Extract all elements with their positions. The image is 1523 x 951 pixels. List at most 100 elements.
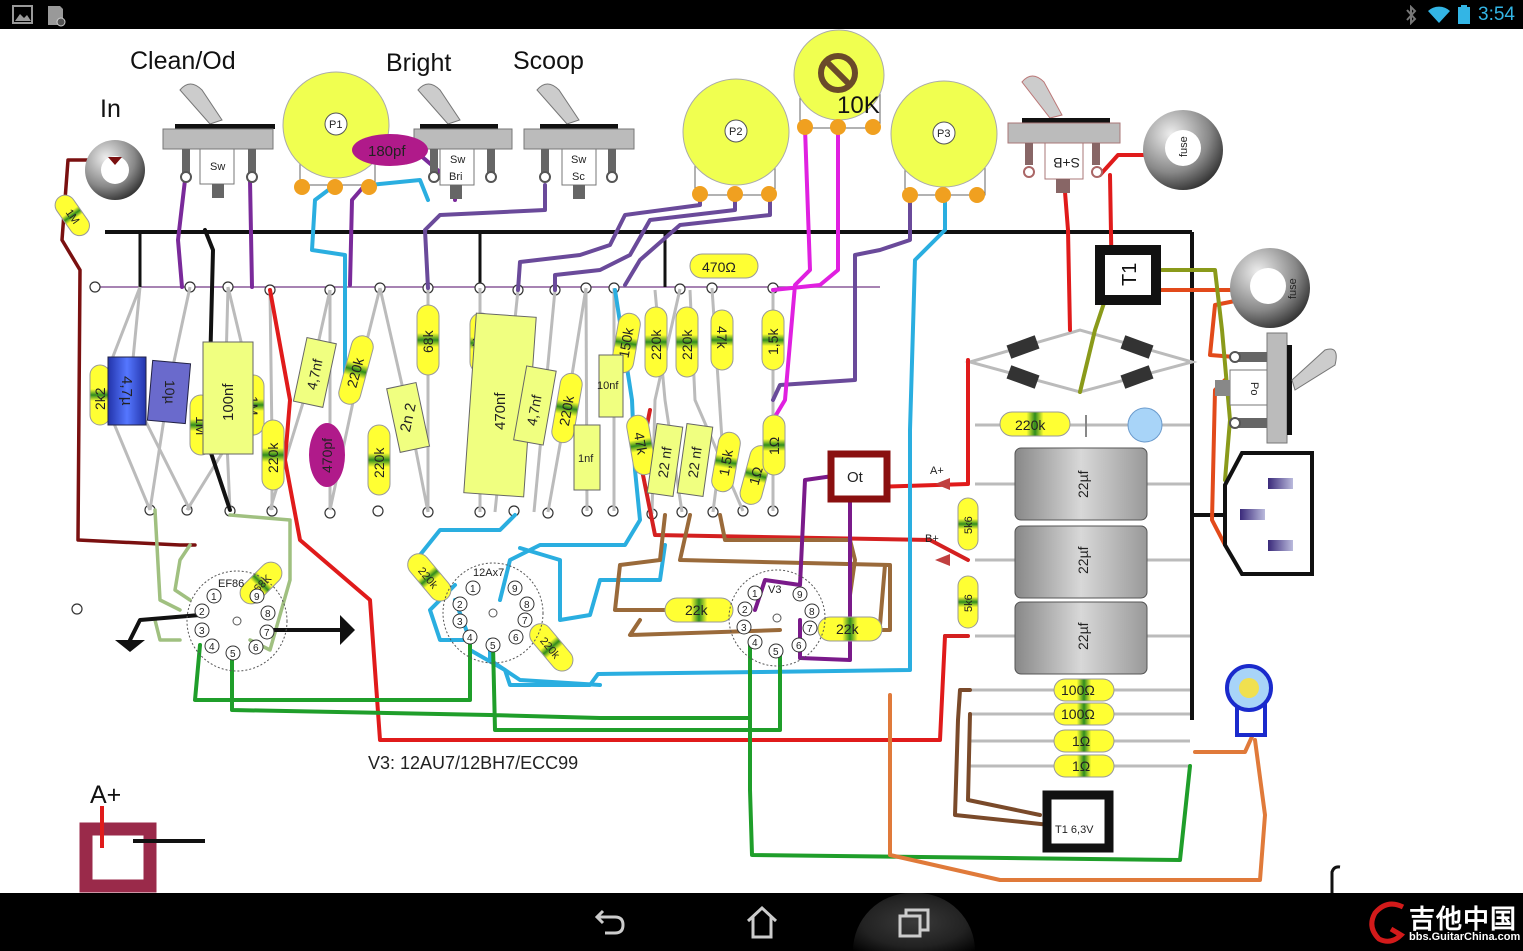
cap-2n2: 2n 2 (386, 381, 431, 453)
resistor-22k-b: 22k (817, 616, 883, 642)
cap-22uf-a: 22µf (1014, 447, 1148, 521)
cap-10nf: 10nf (597, 354, 624, 418)
resistor-1-b: 1Ω (1053, 754, 1115, 778)
svg-text:47k: 47k (631, 431, 651, 457)
tube-pin-number: 8 (265, 609, 271, 620)
tube-pin-number: 7 (522, 616, 528, 627)
svg-text:1,5k: 1,5k (716, 447, 737, 477)
b-plus-label: B+ (925, 533, 939, 545)
led-indicator (1127, 407, 1163, 443)
tube-pin-number: 9 (512, 584, 518, 595)
svg-text:A+: A+ (90, 781, 121, 809)
fuse-right-label: fuse (1287, 278, 1299, 299)
tube-pin-number: 6 (253, 643, 259, 654)
input-jack: In (85, 95, 145, 200)
svg-text:1,5k: 1,5k (765, 328, 781, 355)
navigation-bar: 吉他中国 bbs.GuitarChina.com (0, 893, 1523, 951)
resistor-1k5-a: 1,5k (761, 309, 785, 371)
recent-apps-button[interactable] (874, 893, 954, 951)
switch-bright-label: Bright (386, 49, 451, 77)
pot-p1[interactable]: P1 (282, 71, 390, 195)
cap-4n7-a: 4,7nf (292, 336, 337, 408)
tube-pin-number: 2 (457, 600, 463, 611)
back-icon (594, 909, 625, 935)
resistor-2k2-a: 2k2 (89, 364, 111, 426)
svg-text:68k: 68k (420, 329, 436, 353)
amp-layout-schematic: In Clean/Od Sw Bright Sw Bri Scoop (54, 29, 1341, 893)
sd-card-icon (48, 6, 66, 27)
switch-standby-text: S+B (1053, 155, 1080, 171)
schematic-canvas[interactable]: In Clean/Od Sw Bright Sw Bri Scoop (0, 29, 1523, 893)
switch-bright-text-1: Sw (450, 154, 465, 166)
status-bar: 3:54 (0, 0, 1523, 29)
watermark-title: 吉他中国 (1409, 905, 1518, 935)
clock: 3:54 (1478, 4, 1515, 25)
svg-text:22 nf: 22 nf (655, 446, 675, 479)
pot-p2[interactable]: P2 (682, 78, 790, 202)
resistor-220k-f: 220k (675, 306, 699, 378)
back-button[interactable] (570, 893, 650, 951)
switch-bright[interactable]: Bright Sw Bri (386, 49, 513, 199)
home-button[interactable] (722, 893, 802, 951)
trim-pot-label: 10K (837, 92, 880, 119)
cap-10u: 10µ (146, 359, 192, 425)
cap-470nf: 470nf (463, 312, 537, 498)
cap-22nf-b: 22 nf (676, 422, 714, 498)
resistors-horizontal: 470Ω 220k 22k 22k 100Ω 100Ω 1Ω 1Ω 68K 22… (239, 253, 1115, 778)
cap-180pf: 180pf (352, 134, 428, 166)
svg-text:150k: 150k (616, 326, 637, 360)
iec-socket (1223, 451, 1314, 576)
resistor-220k-b: 220k (338, 335, 374, 405)
switch-bright-text-2: Bri (449, 171, 462, 183)
trim-pot-10k[interactable]: 10K (793, 29, 885, 135)
resistor-47k-b: 47k (626, 414, 656, 476)
svg-text:Ot: Ot (847, 469, 864, 486)
svg-text:100nf: 100nf (220, 383, 237, 421)
cap-22uf-b: 22µf (1014, 525, 1148, 599)
svg-text:470Ω: 470Ω (702, 259, 736, 275)
tube-pin-number: 4 (209, 642, 215, 653)
tube-pin-number: 5 (230, 649, 236, 660)
fuse-holder-top: fuse (1143, 110, 1223, 190)
recent-apps-icon (898, 908, 930, 938)
home-icon (746, 905, 778, 939)
switch-scoop[interactable]: Scoop Sw Sc (513, 47, 635, 199)
tube-pin-number: 8 (809, 607, 815, 618)
tube-pin-number: 1 (470, 584, 476, 595)
tube-pin-number: 6 (513, 633, 519, 644)
svg-text:470nf: 470nf (492, 392, 509, 430)
svg-text:22µf: 22µf (1075, 622, 1091, 650)
resistor-220k-e: 220k (644, 306, 668, 378)
cap-22nf-a: 22 nf (646, 422, 684, 498)
pot-p3[interactable]: P3 (890, 80, 998, 203)
tube-pin-number: 5 (773, 647, 779, 658)
svg-text:220k: 220k (648, 329, 664, 360)
a-plus-legend: A+ (79, 781, 205, 893)
svg-text:10nf: 10nf (597, 380, 619, 392)
svg-text:220k: 220k (1015, 417, 1046, 433)
switch-power[interactable]: Po (1215, 332, 1337, 444)
cap-100nf: 100nf (202, 341, 254, 455)
resistor-68k: 68k (416, 304, 440, 376)
capacitors: 4,7µ 10µ 100nf 4,7nf 470pf 2n 2 470nf 4,… (107, 312, 714, 498)
pot-p1-label: P1 (329, 119, 342, 131)
tube-pin-number: 9 (797, 590, 803, 601)
hum-balance-pot[interactable] (1225, 664, 1273, 737)
svg-text:EF86: EF86 (218, 578, 244, 590)
svg-text:5k6: 5k6 (963, 516, 975, 534)
svg-text:470pf: 470pf (319, 438, 335, 473)
svg-text:22µf: 22µf (1075, 546, 1091, 574)
svg-text:220k: 220k (679, 329, 695, 360)
switch-standby[interactable]: S+B (1007, 75, 1121, 193)
svg-text:4,7nf: 4,7nf (523, 394, 544, 428)
diode-bridge (1006, 335, 1154, 389)
switch-clean-od[interactable]: Clean/Od Sw (130, 47, 275, 198)
svg-text:5k6: 5k6 (963, 594, 975, 612)
svg-text:1Ω: 1Ω (1072, 733, 1090, 749)
svg-text:V3: V3 (768, 584, 781, 596)
resistor-47k-a: 47k (710, 309, 734, 371)
resistor-220k-psu: 220k (999, 411, 1071, 437)
svg-text:10µ: 10µ (162, 380, 178, 404)
cap-4u7: 4,7µ (107, 356, 147, 426)
